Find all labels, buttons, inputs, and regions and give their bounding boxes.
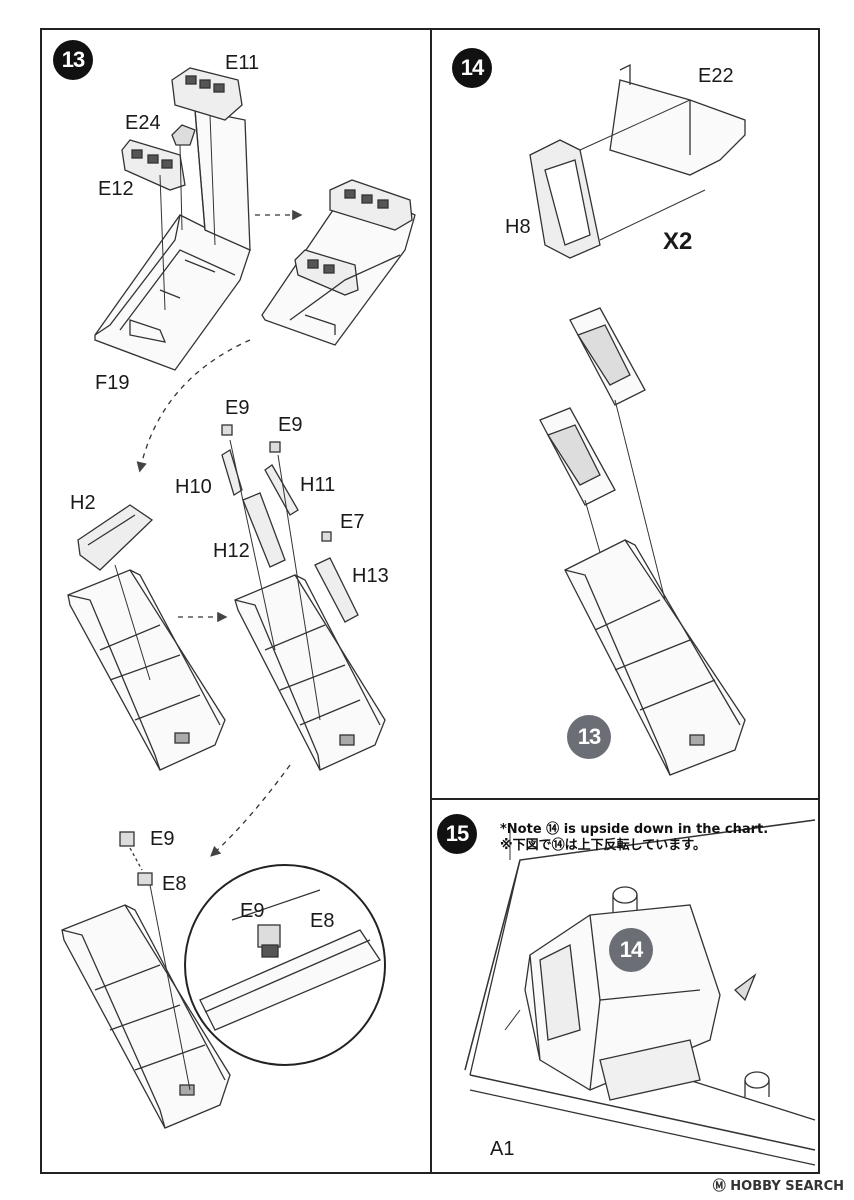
label-f19: F19 [95, 372, 130, 394]
label-e12: E12 [98, 178, 134, 200]
label-e8-a: E8 [162, 873, 187, 895]
label-e11: E11 [225, 52, 260, 74]
label-h10: H10 [175, 476, 212, 498]
step-15-marker: 15 [437, 814, 477, 854]
seat-frame-upper [569, 307, 646, 406]
label-h11: H11 [300, 474, 336, 496]
note-japanese: ※下図で⑭は上下反転しています。 [500, 838, 706, 853]
label-h12: H12 [213, 540, 250, 562]
part-e22 [609, 63, 746, 176]
hobby-search-watermark: Ⓜ HOBBY SEARCH [712, 1179, 844, 1194]
part-h13 [314, 557, 359, 623]
label-e9-a: E9 [225, 397, 250, 419]
label-e22: E22 [698, 65, 734, 87]
label-e9-b: E9 [278, 414, 303, 436]
step-13-reference: 13 [567, 715, 611, 759]
part-h8 [529, 139, 601, 259]
step-14-marker: 14 [452, 48, 492, 88]
tub-right [234, 574, 386, 771]
label-a1: A1 [490, 1138, 515, 1160]
part-h11 [264, 464, 299, 516]
label-h2: H2 [70, 492, 96, 514]
part-h12 [242, 492, 286, 568]
part-e24 [171, 124, 196, 146]
step-14-reference: 14 [609, 928, 653, 972]
part-e9-top [221, 424, 281, 453]
detail-circle [184, 864, 386, 1066]
label-e24: E24 [125, 112, 161, 134]
label-e8-b: E8 [310, 910, 335, 932]
label-x2: X2 [663, 228, 693, 255]
part-e12 [121, 139, 186, 191]
label-e9-d: E9 [240, 900, 265, 922]
label-h13: H13 [352, 565, 389, 587]
label-h8: H8 [505, 216, 531, 238]
label-e9-c: E9 [150, 828, 175, 850]
fuselage-a1 [464, 819, 816, 1166]
part-h2 [77, 504, 154, 571]
part-e9-e8-small [119, 831, 153, 886]
label-e7: E7 [340, 511, 365, 533]
seat-pan-f19 [94, 109, 251, 371]
panel-step-14 [430, 28, 820, 800]
panel-step-15 [430, 798, 820, 1174]
seat-pan-assembled [261, 179, 416, 346]
tub-panel14 [564, 539, 746, 776]
step-13-marker: 13 [53, 40, 93, 80]
part-h10 [221, 448, 243, 497]
part-e11 [171, 67, 243, 121]
seat-frame-lower [539, 407, 616, 506]
part-e7 [321, 531, 332, 542]
note-english: *Note ⑭ is upside down in the chart. [500, 822, 769, 837]
tub-bottom [61, 904, 231, 1129]
seat-assembly-installed [524, 904, 721, 1101]
